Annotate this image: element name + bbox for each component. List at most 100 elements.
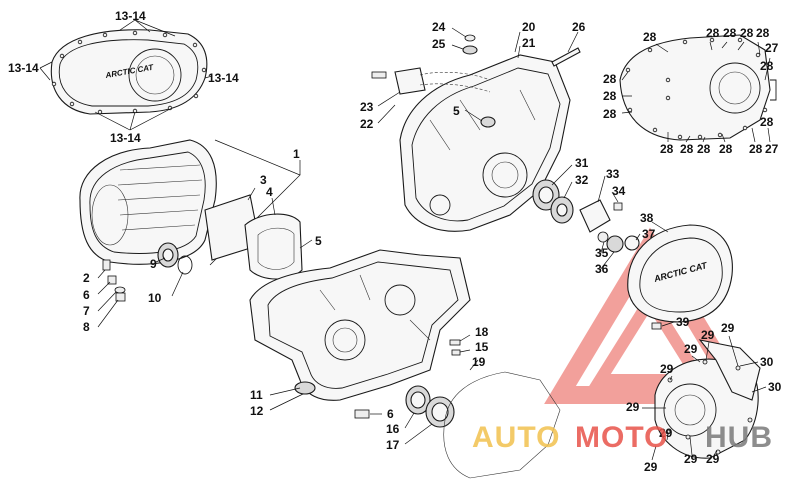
callout-4: 4 bbox=[266, 185, 273, 199]
bolt-39 bbox=[651, 321, 675, 330]
callout-29-h: 29 bbox=[684, 452, 698, 466]
screw-26 bbox=[551, 31, 581, 67]
callout-28-d: 28 bbox=[740, 26, 754, 40]
plug-8 bbox=[97, 292, 126, 328]
sensor-bracket-22-23 bbox=[371, 67, 491, 124]
callout-13-14-top: 13-14 bbox=[115, 9, 146, 23]
callout-29-e: 29 bbox=[626, 400, 640, 414]
callout-34: 34 bbox=[612, 184, 626, 198]
callout-25: 25 bbox=[432, 37, 446, 51]
callout-38: 38 bbox=[640, 211, 654, 225]
bolt-pattern-top-right bbox=[625, 37, 768, 140]
callout-28-l: 28 bbox=[719, 142, 733, 156]
callout-19: 19 bbox=[472, 355, 486, 369]
callout-31: 31 bbox=[575, 156, 589, 170]
seal-plate-4 bbox=[244, 197, 303, 280]
callout-28-b: 28 bbox=[706, 26, 720, 40]
watermark-triangle-inner bbox=[589, 288, 711, 386]
callout-18: 18 bbox=[475, 325, 489, 339]
callout-20: 20 bbox=[522, 20, 536, 34]
callout-29-g: 29 bbox=[644, 460, 658, 474]
callout-23: 23 bbox=[360, 100, 374, 114]
dowel-6-left bbox=[97, 275, 117, 295]
callout-30-bottom: 30 bbox=[768, 380, 782, 394]
cap-24 bbox=[451, 27, 476, 42]
pump-cover-assembly bbox=[654, 339, 761, 459]
callout-6-left: 6 bbox=[83, 288, 90, 302]
callout-28-o: 28 bbox=[760, 59, 774, 73]
washer-15 bbox=[451, 349, 471, 356]
callout-7: 7 bbox=[83, 304, 90, 318]
crankcase-right-half bbox=[399, 54, 571, 232]
seal-16 bbox=[404, 385, 431, 429]
callout-2: 2 bbox=[83, 271, 90, 285]
bolt-18 bbox=[449, 334, 471, 346]
bolt-34 bbox=[611, 191, 623, 211]
callout-28-k: 28 bbox=[697, 142, 711, 156]
callout-35: 35 bbox=[595, 246, 609, 260]
callout-13-14-bottom: 13-14 bbox=[110, 131, 141, 145]
callout-29-i: 29 bbox=[706, 452, 720, 466]
callout-12: 12 bbox=[250, 404, 264, 418]
callout-24: 24 bbox=[432, 20, 446, 34]
callout-39: 39 bbox=[676, 315, 690, 329]
callout-28-j: 28 bbox=[680, 142, 694, 156]
magneto-cover-38: ARCTIC CAT bbox=[627, 221, 733, 323]
callout-9: 9 bbox=[150, 257, 157, 271]
callout-21: 21 bbox=[522, 36, 536, 50]
watermark-hub: HUB bbox=[705, 421, 773, 454]
watermark-auto: AUTO bbox=[472, 421, 560, 454]
seal-32 bbox=[550, 181, 574, 224]
oring-37 bbox=[635, 233, 641, 241]
callout-28-e: 28 bbox=[756, 26, 770, 40]
bearing-17 bbox=[404, 396, 455, 445]
callout-28-m: 28 bbox=[749, 142, 763, 156]
callout-17: 17 bbox=[386, 438, 400, 452]
callout-33: 33 bbox=[606, 167, 620, 181]
callout-36: 36 bbox=[595, 262, 609, 276]
callout-11: 11 bbox=[250, 388, 263, 402]
oring-25 bbox=[451, 44, 478, 55]
callout-28-i: 28 bbox=[660, 142, 674, 156]
outer-clutch-cover-top: ARCTIC CAT bbox=[39, 19, 213, 131]
callout-26: 26 bbox=[572, 20, 586, 34]
callout-10: 10 bbox=[148, 291, 162, 305]
callout-27-top: 27 bbox=[765, 41, 779, 55]
callout-30-top: 30 bbox=[760, 355, 774, 369]
callout-28-n: 28 bbox=[760, 115, 774, 129]
callout-29-b: 29 bbox=[721, 321, 735, 335]
callout-16: 16 bbox=[386, 422, 400, 436]
callout-29-a: 29 bbox=[701, 328, 715, 342]
callout-6-bottom: 6 bbox=[387, 407, 394, 421]
bolt-pattern-top bbox=[51, 30, 207, 115]
callout-28-a: 28 bbox=[643, 30, 657, 44]
housing-33 bbox=[579, 175, 611, 233]
bearing-9 bbox=[155, 242, 179, 268]
callout-29-d: 29 bbox=[660, 362, 674, 376]
callout-13-14-left: 13-14 bbox=[8, 61, 39, 75]
callout-29-f: 29 bbox=[659, 426, 673, 440]
crankcase-cover-top-right bbox=[619, 34, 777, 141]
gasket-19 bbox=[443, 359, 561, 479]
dowel-6-bottom bbox=[354, 409, 382, 419]
watermark-moto: MOTO bbox=[575, 421, 668, 454]
callout-1: 1 bbox=[293, 147, 300, 161]
bushing-5-top bbox=[464, 109, 496, 128]
spacer-35-36 bbox=[597, 231, 640, 271]
callout-5-top: 5 bbox=[453, 104, 460, 118]
callout-8: 8 bbox=[83, 320, 90, 334]
callout-28-c: 28 bbox=[723, 26, 737, 40]
crankcase-left-half bbox=[249, 249, 471, 411]
callout-28-f: 28 bbox=[603, 72, 617, 86]
callout-22: 22 bbox=[360, 117, 374, 131]
watermark-wordmark: AUTO MOTO HUB bbox=[472, 421, 773, 454]
clutch-cover-assembly bbox=[79, 139, 301, 266]
callout-28-g: 28 bbox=[603, 89, 617, 103]
callout-32: 32 bbox=[575, 173, 589, 187]
circlip-10 bbox=[171, 255, 193, 297]
callout-15: 15 bbox=[475, 340, 489, 354]
dowel-pin-2 bbox=[97, 259, 111, 279]
callout-28-h: 28 bbox=[603, 107, 617, 121]
